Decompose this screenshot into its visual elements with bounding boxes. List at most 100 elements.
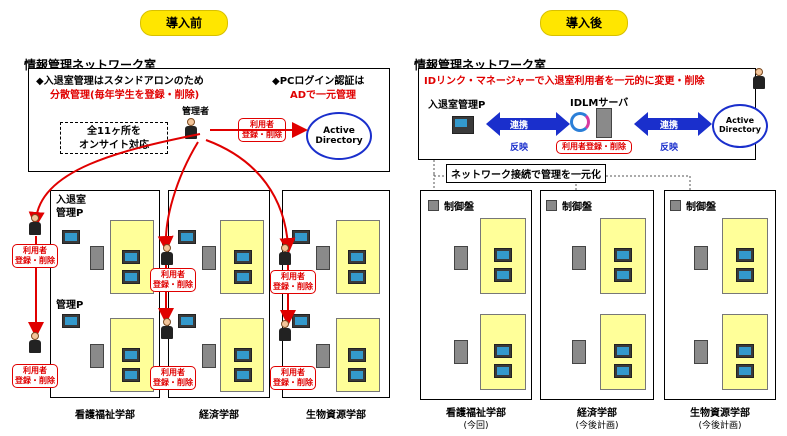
mgmt-pc-icon [62, 314, 80, 328]
tag-line2: 登録・削除 [153, 378, 193, 387]
before-note2-line1: ◆PCログイン認証は [272, 76, 365, 87]
operator-person-icon [28, 332, 42, 354]
tag-line1: 利用者 [250, 120, 274, 129]
ad-line2: Directory [315, 136, 363, 146]
pc-monitor-icon [122, 368, 140, 382]
panel-label: 制御盤 [686, 202, 716, 213]
tag-line1: 利用者 [281, 368, 305, 377]
server-register-tag: 利用者登録・削除 [556, 140, 632, 154]
before-badge: 導入前 [140, 10, 228, 36]
network-label: ネットワーク接続で管理を一元化 [446, 164, 606, 183]
tag-line2: 登録・削除 [242, 130, 282, 139]
link-label-right: 連携 [660, 121, 679, 131]
after-active-directory: Active Directory [712, 104, 768, 148]
control-panel-icon [670, 200, 681, 211]
pc-monitor-icon [348, 270, 366, 284]
mgmt-pc-icon [62, 230, 80, 244]
door-controller-icon [572, 246, 586, 270]
door-controller-icon [90, 344, 104, 368]
reflect-label-right: 反映 [660, 143, 679, 153]
onsite-line1: 全11ヶ所を [87, 126, 141, 137]
door-controller-icon [316, 246, 330, 270]
room-label-line1: 入退室 [56, 195, 86, 206]
pc-monitor-icon [494, 364, 512, 378]
mgmt-pc-icon [452, 116, 474, 134]
after-dept-note: (今後計画) [698, 421, 742, 431]
pc-monitor-icon [234, 250, 252, 264]
pc-monitor-icon [614, 268, 632, 282]
door-controller-icon [90, 246, 104, 270]
after-dept-nursing: 看護福祉学部 [446, 408, 506, 419]
idlm-logo-icon [570, 112, 590, 132]
tag-line1: 利用者 [161, 270, 185, 279]
register-tag: 利用者登録・削除 [12, 244, 58, 268]
before-dept-economics: 経済学部 [199, 410, 239, 421]
door-controller-icon [694, 246, 708, 270]
admin-person-icon [752, 68, 766, 90]
pc-monitor-icon [348, 348, 366, 362]
tag-line1: 利用者 [281, 272, 305, 281]
pc-monitor-icon [614, 248, 632, 262]
register-tag: 利用者登録・削除 [150, 268, 196, 292]
tag-line2: 登録・削除 [15, 376, 55, 385]
before-dept-bioresource: 生物資源学部 [306, 410, 366, 421]
pc-monitor-icon [348, 250, 366, 264]
tag-line2: 登録・削除 [273, 282, 313, 291]
admin-label: 管理者 [182, 107, 210, 117]
door-controller-icon [316, 344, 330, 368]
pc-monitor-icon [234, 348, 252, 362]
operator-person-icon [160, 244, 174, 266]
before-mgmt-label: 管理P [56, 300, 84, 311]
door-controller-icon [454, 340, 468, 364]
pc-monitor-icon [348, 368, 366, 382]
pc-monitor-icon [494, 344, 512, 358]
mgmt-pc-icon [178, 314, 196, 328]
panel-label: 制御盤 [444, 202, 474, 213]
pc-monitor-icon [736, 268, 754, 282]
operator-person-icon [278, 320, 292, 342]
after-dept-note: (今後計画) [575, 421, 619, 431]
before-room-label: 入退室 管理P [56, 194, 86, 220]
register-tag: 利用者登録・削除 [150, 366, 196, 390]
ad-line1: Active [323, 126, 355, 136]
register-tag: 利用者登録・削除 [270, 366, 316, 390]
register-tag: 利用者登録・削除 [12, 364, 58, 388]
pc-monitor-icon [122, 270, 140, 284]
before-active-directory: Active Directory [306, 112, 372, 160]
tag-line2: 登録・削除 [15, 256, 55, 265]
link-label-left: 連携 [510, 121, 529, 131]
after-dept-bioresource: 生物資源学部 [690, 408, 750, 419]
register-tag: 利用者登録・削除 [270, 270, 316, 294]
pc-monitor-icon [234, 368, 252, 382]
onsite-line2: オンサイト対応 [79, 140, 149, 151]
operator-person-icon [278, 244, 292, 266]
reflect-label-left: 反映 [510, 143, 529, 153]
after-mgmt-label: 入退室管理P [428, 100, 486, 111]
pc-monitor-icon [736, 344, 754, 358]
pc-monitor-icon [614, 364, 632, 378]
door-controller-icon [454, 246, 468, 270]
pc-monitor-icon [494, 248, 512, 262]
tag-line1: 利用者 [23, 366, 47, 375]
after-dept-note: (今回) [463, 421, 489, 431]
mgmt-pc-icon [292, 314, 310, 328]
before-note1-line2: 分散管理(毎年学生を登録・削除) [50, 90, 200, 101]
ad-line1: Active [725, 116, 755, 125]
tag-line1: 利用者 [161, 368, 185, 377]
after-badge: 導入後 [540, 10, 628, 36]
ad-line2: Directory [719, 125, 761, 134]
tag-line1: 利用者 [23, 246, 47, 255]
before-dept-nursing: 看護福祉学部 [75, 410, 135, 421]
pc-monitor-icon [122, 250, 140, 264]
tag-line2: 登録・削除 [273, 378, 313, 387]
before-note2-line2: ADで一元管理 [290, 90, 357, 101]
mgmt-pc-icon [178, 230, 196, 244]
after-headline: IDリンク・マネージャーで入退室利用者を一元的に変更・削除 [424, 76, 705, 87]
mgmt-pc-icon [292, 230, 310, 244]
door-controller-icon [572, 340, 586, 364]
room-label-line2: 管理P [56, 208, 84, 219]
operator-person-icon [28, 214, 42, 236]
door-controller-icon [202, 246, 216, 270]
server-icon [596, 108, 612, 138]
